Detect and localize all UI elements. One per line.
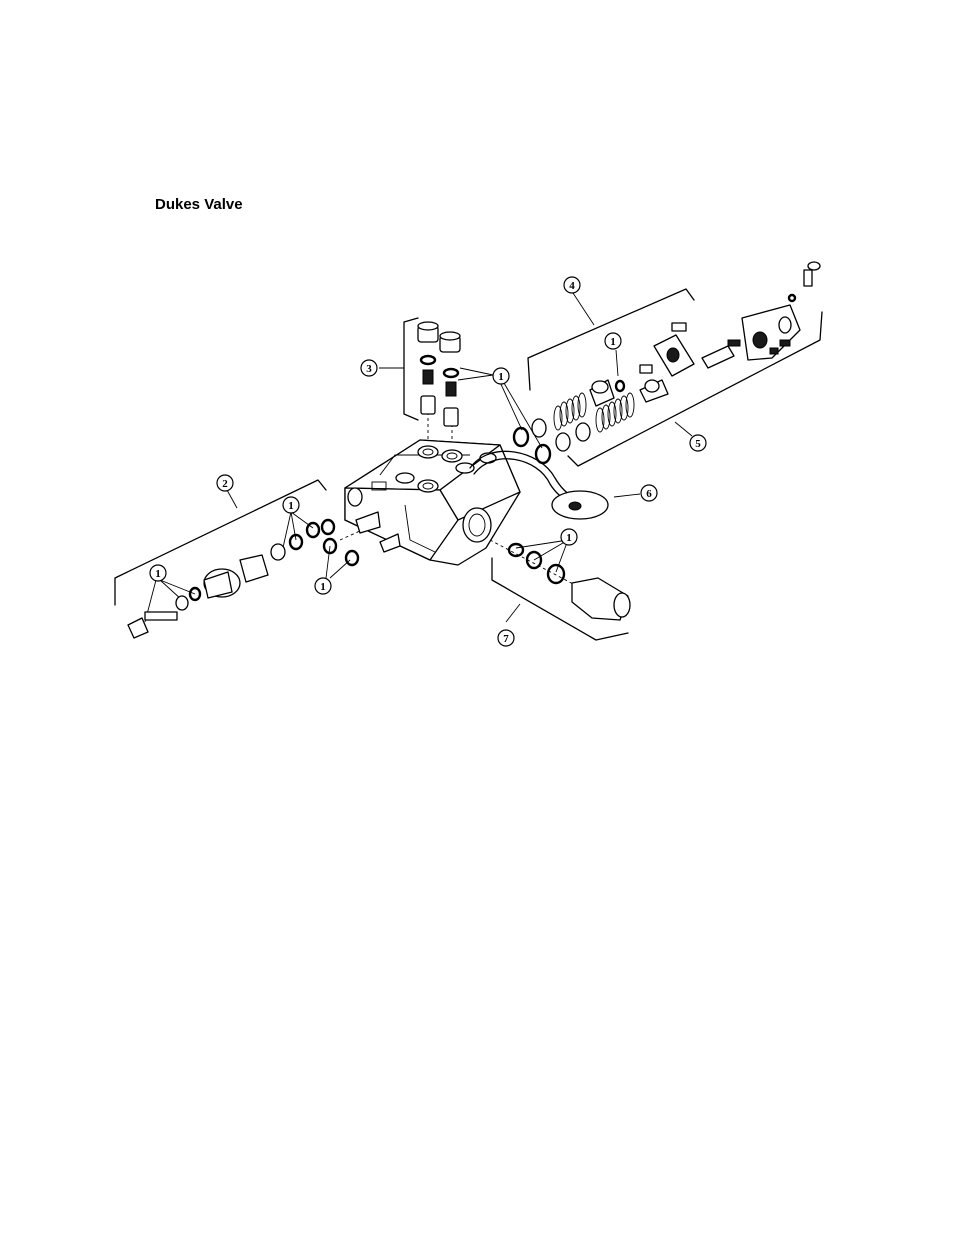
svg-text:1: 1 (288, 500, 294, 512)
callout-4: 4 (564, 277, 580, 293)
group-7-fitting (509, 544, 630, 620)
svg-text:5: 5 (695, 438, 701, 450)
callout-5: 5 (690, 435, 706, 451)
callout-7: 7 (498, 630, 514, 646)
svg-text:1: 1 (610, 336, 616, 348)
callout-1f: 1 (561, 529, 577, 545)
svg-text:1: 1 (566, 532, 572, 544)
callout-1b: 1 (493, 368, 509, 384)
svg-text:4: 4 (569, 280, 575, 292)
group-4-5-spools (514, 262, 820, 463)
callout-1d: 1 (315, 578, 331, 594)
svg-text:2: 2 (222, 478, 228, 490)
callout-6: 6 (641, 485, 657, 501)
callout-1c: 1 (283, 497, 299, 513)
svg-text:3: 3 (366, 363, 372, 375)
svg-text:1: 1 (155, 568, 161, 580)
callout-1e: 1 (150, 565, 166, 581)
callout-1a: 1 (605, 333, 621, 349)
group-3-plugs (418, 322, 460, 426)
valve-body (345, 440, 520, 565)
callout-2: 2 (217, 475, 233, 491)
exploded-valve-diagram: 1 1 1 1 1 1 2 3 4 5 6 7 (100, 250, 840, 660)
svg-text:1: 1 (320, 581, 326, 593)
svg-text:1: 1 (498, 371, 504, 383)
page-title: Dukes Valve (155, 196, 243, 213)
svg-text:7: 7 (503, 633, 509, 645)
svg-text:6: 6 (646, 488, 652, 500)
callout-3: 3 (361, 360, 377, 376)
